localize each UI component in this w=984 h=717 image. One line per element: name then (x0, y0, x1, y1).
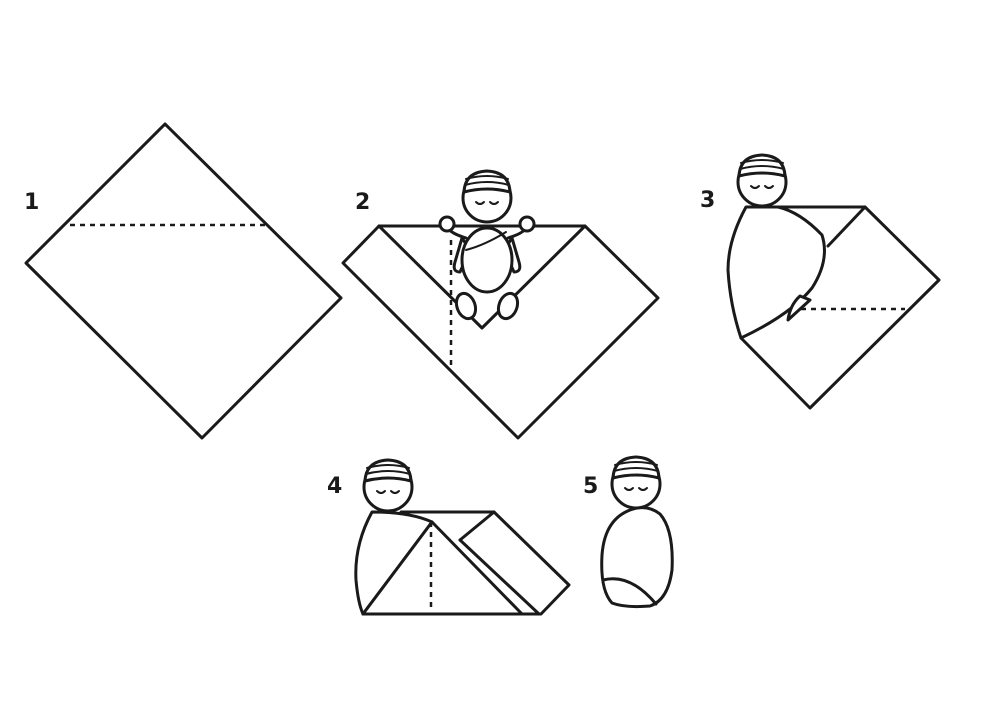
step-1: 1 (24, 122, 343, 440)
blanket-folded (341, 224, 660, 440)
step-5-number: 5 (583, 474, 598, 499)
inner-fold (377, 224, 587, 330)
wrapped-side (726, 205, 826, 340)
step-2: 2 (341, 169, 660, 440)
step-2-number: 2 (355, 190, 370, 215)
step-3: 3 (700, 153, 941, 410)
bottom-fold (361, 520, 524, 616)
blanket-square (24, 122, 343, 440)
swaddled-body (600, 506, 674, 609)
step-4-number: 4 (327, 474, 342, 499)
step-1-number: 1 (24, 190, 39, 215)
step-3-number: 3 (700, 188, 715, 213)
step-4: 4 (327, 458, 571, 616)
wrapped-side (354, 510, 434, 616)
baby (438, 169, 536, 321)
step-5: 5 (583, 455, 674, 609)
